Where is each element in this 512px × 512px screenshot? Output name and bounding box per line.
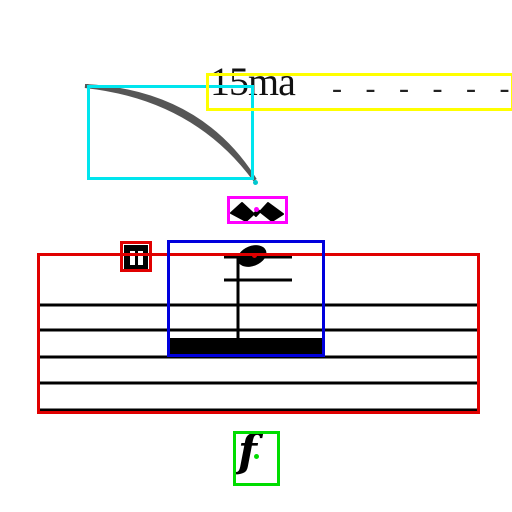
ottava-bounding-box (206, 73, 512, 111)
ornament-trill-icon (230, 202, 284, 222)
ottava-extension-line: - - - - - - (332, 72, 512, 105)
beam (170, 338, 322, 354)
dynamic-bounding-box (233, 431, 280, 486)
accidental-bounding-box (120, 241, 152, 272)
staff-bounding-box (37, 253, 480, 414)
slur-anchor-dot (253, 180, 258, 185)
accidental-double-sharp-icon (124, 245, 148, 271)
note-anchor-dot (252, 253, 257, 258)
dynamic-marking: f (238, 426, 257, 477)
slur-bounding-box (87, 85, 254, 180)
note-bounding-box (167, 240, 325, 357)
ornament-anchor-dot (254, 207, 259, 212)
ornament-bounding-box (227, 196, 288, 224)
staff-lines (40, 303, 478, 412)
dynamic-anchor-dot (254, 454, 259, 459)
